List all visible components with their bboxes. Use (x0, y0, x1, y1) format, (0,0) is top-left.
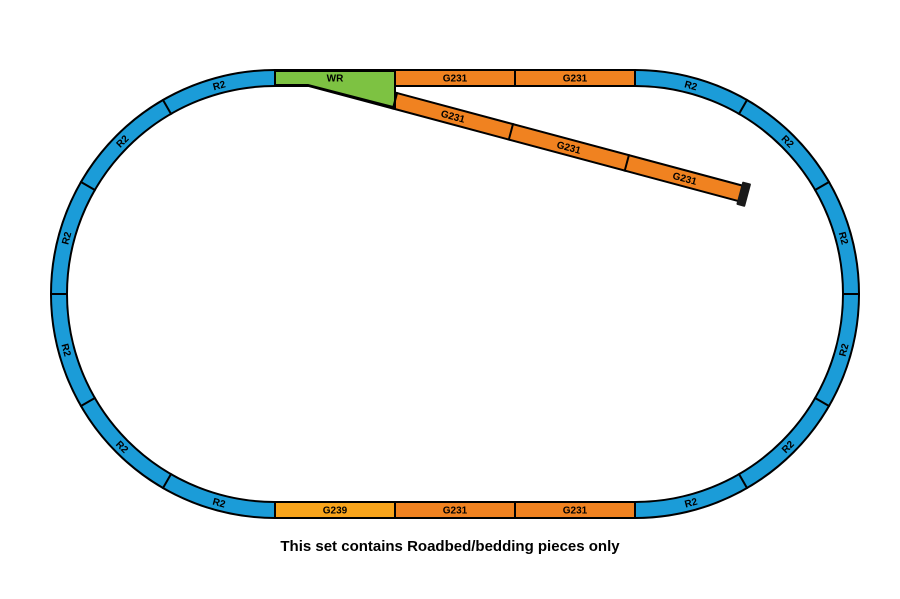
curve-piece-right (815, 293, 858, 406)
curve-piece-left (52, 182, 95, 295)
piece-divider (813, 396, 831, 408)
piece-divider (507, 122, 515, 141)
piece-label: G231 (443, 506, 468, 517)
piece-label: G231 (443, 74, 468, 85)
curve-piece-right (815, 182, 858, 295)
piece-label: G231 (563, 506, 588, 517)
curve-piece-right (634, 71, 747, 114)
curve-piece-left (52, 293, 95, 406)
curve-piece-right (634, 474, 747, 517)
curve-piece-right (739, 398, 829, 488)
note-text: This set contains Roadbed/bedding pieces… (280, 538, 620, 555)
buffer-stop (736, 181, 751, 207)
piece-divider (161, 98, 173, 116)
piece-label: G231 (563, 74, 588, 85)
piece-divider (79, 180, 97, 192)
siding-piece-g231 (625, 156, 745, 201)
piece-divider (391, 91, 399, 110)
curve-piece-left (163, 474, 276, 517)
piece-label: R2 (211, 497, 227, 511)
piece-label: R2 (58, 343, 72, 359)
piece-label: G239 (323, 506, 348, 517)
piece-divider (161, 472, 173, 490)
piece-divider (737, 472, 749, 490)
siding-piece-g231 (393, 94, 513, 139)
curve-piece-left (81, 100, 171, 190)
piece-label: R2 (684, 497, 700, 511)
piece-label: WR (327, 74, 344, 85)
piece-label: R2 (836, 231, 850, 247)
piece-divider (623, 153, 631, 172)
piece-divider (737, 98, 749, 116)
siding-piece-g231 (509, 125, 629, 170)
piece-label: R2 (60, 230, 74, 246)
curve-piece-right (739, 100, 829, 190)
curve-piece-left (163, 71, 276, 114)
piece-label: R2 (212, 79, 228, 93)
piece-label: R2 (838, 342, 852, 358)
piece-label: R2 (683, 79, 699, 93)
oval-track-outline (50, 69, 860, 519)
piece-divider (813, 180, 831, 192)
curve-piece-left (81, 398, 171, 488)
piece-divider (79, 396, 97, 408)
